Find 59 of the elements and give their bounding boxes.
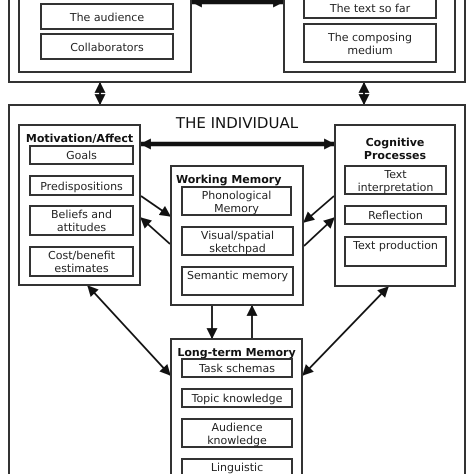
item-label: The audience (68, 10, 146, 24)
arrow (140, 195, 171, 217)
item-label: Collaborators (69, 40, 145, 54)
context-box (18, 0, 192, 73)
arrow (246, 304, 258, 338)
item-box (29, 205, 134, 236)
item-box (344, 205, 447, 225)
arrow (94, 82, 106, 106)
item-label: Text interpretation (356, 166, 434, 194)
item-label: Predispositions (39, 178, 124, 192)
item-label: Semantic memory (186, 268, 290, 282)
item-box (40, 3, 174, 30)
item-box (181, 226, 294, 256)
item-box (29, 246, 134, 277)
arrow (206, 306, 218, 340)
item-box (181, 358, 293, 378)
item-label: Audience knowledge (206, 420, 268, 446)
item-label: Phonological Memory (200, 188, 272, 214)
item-label: Visual/spatial sketchpad (200, 228, 276, 254)
item-label: The composing medium (327, 30, 413, 56)
item-label: Goals (65, 148, 98, 162)
arrow (358, 82, 370, 106)
item-label: Task schemas (198, 361, 276, 375)
individual-box (8, 104, 466, 474)
arrow (303, 217, 335, 247)
box-heading: Long-term Memory (177, 346, 296, 359)
item-box (344, 236, 447, 267)
arrow (303, 195, 335, 223)
item-box (303, 0, 437, 19)
arrow (190, 0, 284, 8)
arrow (140, 138, 336, 150)
item-box (181, 186, 292, 216)
arrow (302, 286, 389, 376)
component-box (18, 124, 141, 286)
item-box (181, 418, 293, 448)
item-label: Reflection (367, 208, 424, 222)
component-box (170, 338, 303, 474)
item-label: Text production (352, 238, 439, 252)
item-label: Linguistic (210, 460, 264, 474)
arrow (140, 217, 171, 245)
box-heading: Working Memory (176, 173, 282, 186)
item-box (40, 33, 174, 60)
box-heading: Motivation/Affect (26, 132, 134, 145)
section-title: THE INDIVIDUAL (176, 115, 298, 131)
item-box (29, 145, 134, 165)
arrow (87, 285, 171, 376)
item-label: Beliefs and attitudes (50, 207, 113, 234)
item-label: Topic knowledge (190, 391, 284, 405)
item-box (303, 23, 437, 63)
item-label: Cost/benefit estimates (47, 248, 116, 275)
context-box (283, 0, 456, 73)
component-box (334, 124, 456, 287)
item-label: The text so far (328, 0, 412, 14)
component-box (170, 165, 304, 306)
item-box (181, 388, 293, 408)
item-box (344, 165, 447, 195)
box-heading: Cognitive Processes (362, 136, 428, 162)
item-box (29, 175, 134, 196)
item-box (181, 266, 294, 296)
